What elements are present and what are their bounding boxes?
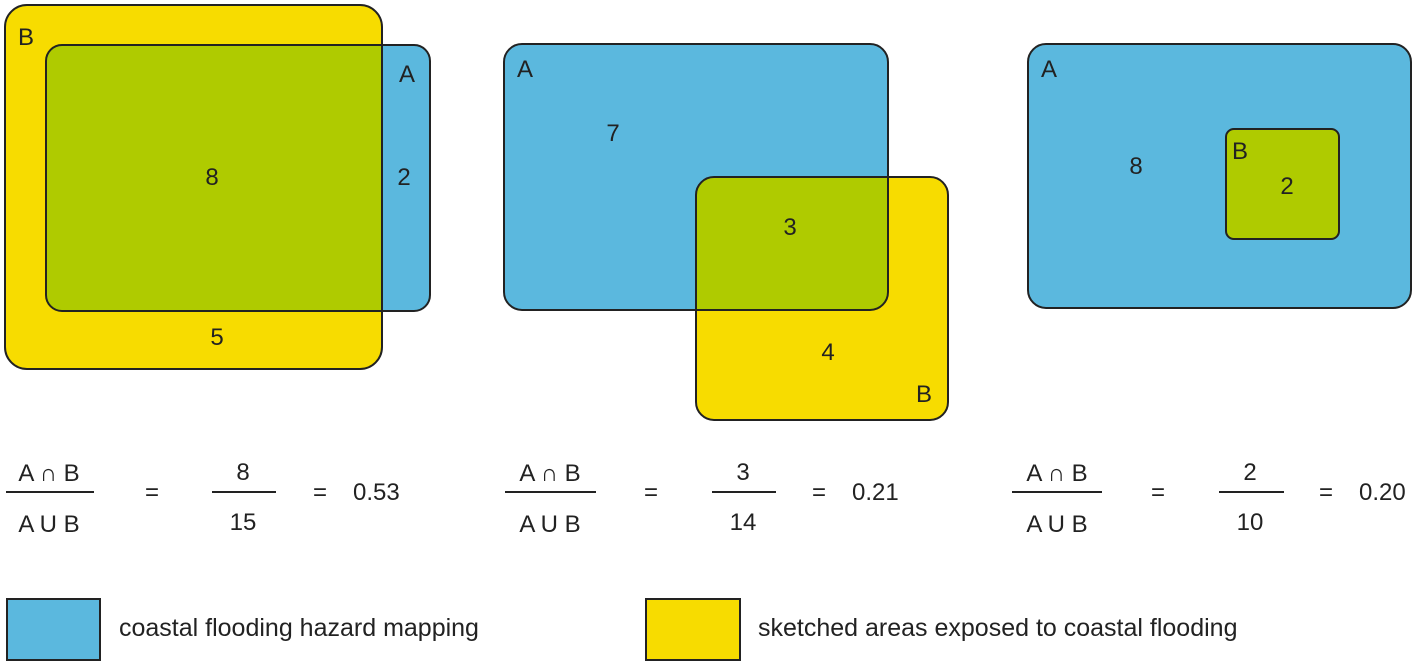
set-b-label: B xyxy=(18,24,34,51)
formula-denominator: A U B xyxy=(519,511,580,538)
set-b-label: B xyxy=(916,381,932,408)
formula-numerator: A ∩ B xyxy=(1026,460,1087,487)
equals-sign: = xyxy=(644,479,658,506)
result-value: 0.21 xyxy=(852,479,899,506)
b-only-count: 5 xyxy=(210,324,223,351)
fraction-denominator-value: 10 xyxy=(1237,509,1264,536)
panel-3: A B 8 2 xyxy=(1027,43,1412,309)
set-a-outline xyxy=(45,44,431,312)
equals-sign: = xyxy=(812,479,826,506)
formula-3: A ∩ B A U B = 2 10 = 0.20 xyxy=(1012,459,1406,538)
equals-sign: = xyxy=(1319,479,1333,506)
equals-sign: = xyxy=(145,479,159,506)
intersection-green-region xyxy=(46,45,382,311)
formula-2: A ∩ B A U B = 3 14 = 0.21 xyxy=(505,459,899,538)
equals-sign: = xyxy=(1151,479,1165,506)
legend-swatch-blue xyxy=(6,598,101,661)
a-only-count: 2 xyxy=(397,164,410,191)
equals-sign: = xyxy=(313,479,327,506)
set-a-blue-rect xyxy=(1027,43,1412,309)
fraction-numerator-value: 3 xyxy=(736,459,749,486)
set-a-label: A xyxy=(517,56,533,83)
intersection-count: 8 xyxy=(205,164,218,191)
intersection-green-region xyxy=(696,177,888,310)
set-a-label: A xyxy=(1041,56,1057,83)
legend-swatch-yellow xyxy=(645,598,741,661)
set-b-outline xyxy=(4,4,383,370)
set-a-label: A xyxy=(399,61,415,88)
legend-label-hazard-mapping: coastal flooding hazard mapping xyxy=(119,614,479,642)
result-value: 0.20 xyxy=(1359,479,1406,506)
set-b-outline xyxy=(695,176,949,421)
formula-numerator: A ∩ B xyxy=(18,460,79,487)
b-only-count: 4 xyxy=(821,339,834,366)
legend-label-sketched-areas: sketched areas exposed to coastal floodi… xyxy=(758,614,1238,642)
formula-denominator: A U B xyxy=(1026,511,1087,538)
a-only-count: 8 xyxy=(1129,153,1142,180)
set-b-label: B xyxy=(1232,138,1248,165)
fraction-denominator-value: 14 xyxy=(730,509,757,536)
panel-2: A B 7 3 4 xyxy=(503,43,949,421)
intersection-count: 2 xyxy=(1280,173,1293,200)
formula-1: A ∩ B A U B = 8 15 = 0.53 xyxy=(6,459,400,538)
panel-1: B A 8 2 5 xyxy=(4,4,431,370)
fraction-denominator-value: 15 xyxy=(230,509,257,536)
a-only-count: 7 xyxy=(606,120,619,147)
intersection-count: 3 xyxy=(783,214,796,241)
fraction-numerator-value: 8 xyxy=(236,459,249,486)
formula-denominator: A U B xyxy=(18,511,79,538)
formula-numerator: A ∩ B xyxy=(519,460,580,487)
result-value: 0.53 xyxy=(353,479,400,506)
set-b-green-rect xyxy=(1225,128,1340,240)
fraction-numerator-value: 2 xyxy=(1243,459,1256,486)
